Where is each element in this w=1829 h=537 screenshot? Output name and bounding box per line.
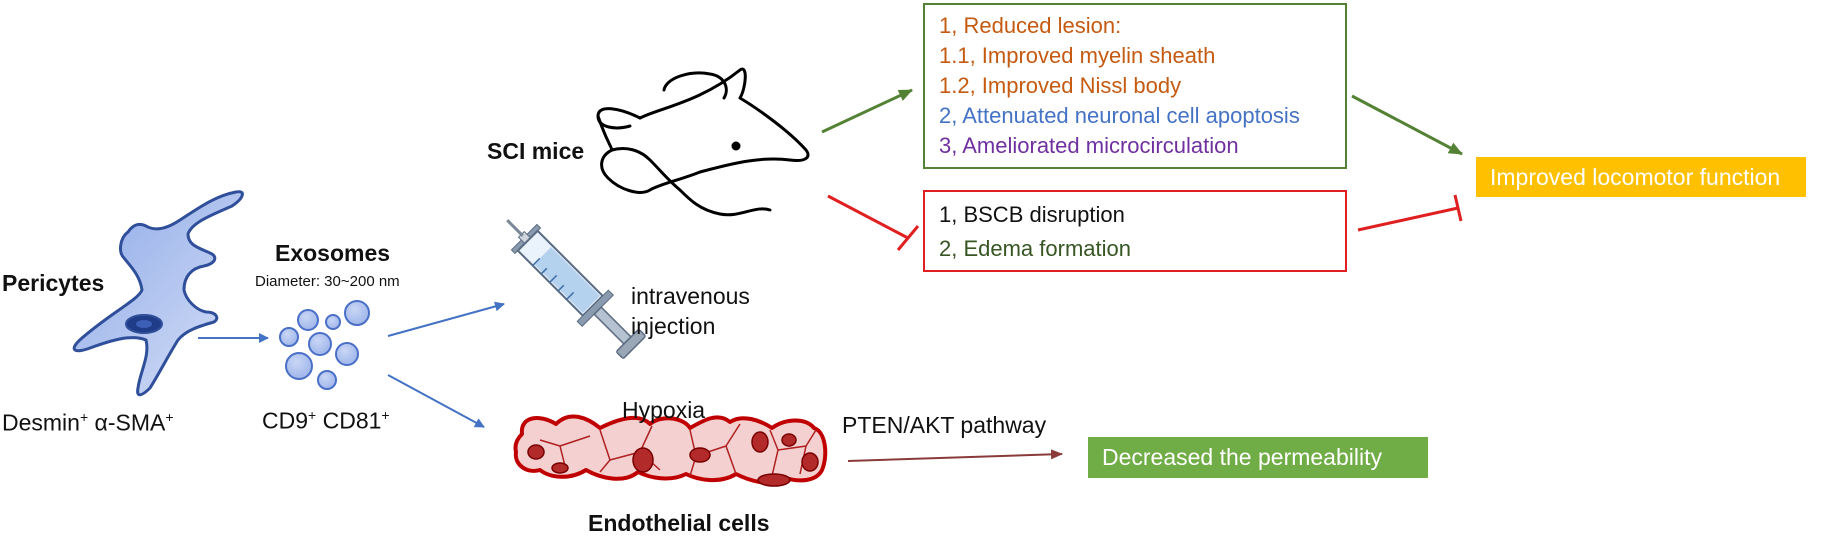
benefits-box: 1, Reduced lesion: 1.1, Improved myelin …	[923, 3, 1347, 169]
arrow-benefits-to-outcome	[1351, 94, 1463, 156]
benefit-line-2: 1.1, Improved myelin sheath	[939, 43, 1216, 68]
inhibited-line-1: 1, BSCB disruption	[939, 202, 1125, 227]
exosomes-markers: CD9+ CD81+	[262, 407, 390, 435]
pericytes-title: Pericytes	[2, 270, 105, 296]
benefit-line-1: 1, Reduced lesion:	[939, 13, 1122, 38]
benefit-line-4: 2, Attenuated neuronal cell apoptosis	[939, 103, 1300, 128]
sci-mice-title: SCI mice	[487, 138, 585, 164]
mouse-icon	[596, 67, 810, 217]
inhibit-mice-to-harms	[827, 194, 920, 251]
pathway-label: PTEN/AKT pathway	[842, 412, 1047, 438]
arrow-exosomes-to-injection	[387, 301, 505, 337]
marker-cd81-sup: +	[381, 407, 390, 423]
injection-label-line2: injection	[631, 313, 716, 339]
permeability-label: Decreased the permeability	[1088, 437, 1428, 478]
arrow-mice-to-benefits	[821, 88, 913, 134]
inhibit-harms-to-outcome	[1357, 194, 1463, 232]
marker-cd9-sup: +	[308, 407, 317, 423]
endothelial-vessel-icon	[513, 414, 828, 487]
outcome-label: Improved locomotor function	[1476, 157, 1806, 197]
mouse-eye-icon	[731, 141, 741, 151]
injection-label-line1: intravenous	[631, 283, 750, 309]
inhibited-line-2: 2, Edema formation	[939, 236, 1131, 261]
inhibited-box: 1, BSCB disruption 2, Edema formation	[923, 190, 1347, 272]
hypoxia-label: Hypoxia	[622, 397, 706, 423]
benefit-line-3: 1.2, Improved Nissl body	[939, 73, 1182, 98]
pericyte-cell-icon	[72, 190, 244, 397]
syringe-icon	[506, 219, 646, 359]
marker-cd81: CD81	[316, 407, 382, 434]
arrow-endothelial-to-permeability	[847, 449, 1063, 462]
exosomes-title: Exosomes	[275, 240, 391, 266]
marker-asma-sup: +	[165, 409, 174, 425]
marker-desmin-sup: +	[79, 409, 89, 425]
marker-asma: α-SMA	[88, 409, 166, 436]
arrow-exosomes-to-endothelial	[387, 374, 485, 428]
marker-desmin: Desmin	[2, 409, 80, 436]
benefit-line-5: 3, Ameliorated microcirculation	[939, 133, 1239, 158]
pericytes-markers: Desmin+ α-SMA+	[2, 409, 174, 437]
endothelial-title: Endothelial cells	[588, 510, 770, 536]
exosome-vesicles-icon	[279, 300, 370, 390]
marker-cd9: CD9	[262, 407, 309, 434]
exosomes-diameter: Diameter: 30~200 nm	[255, 273, 400, 290]
